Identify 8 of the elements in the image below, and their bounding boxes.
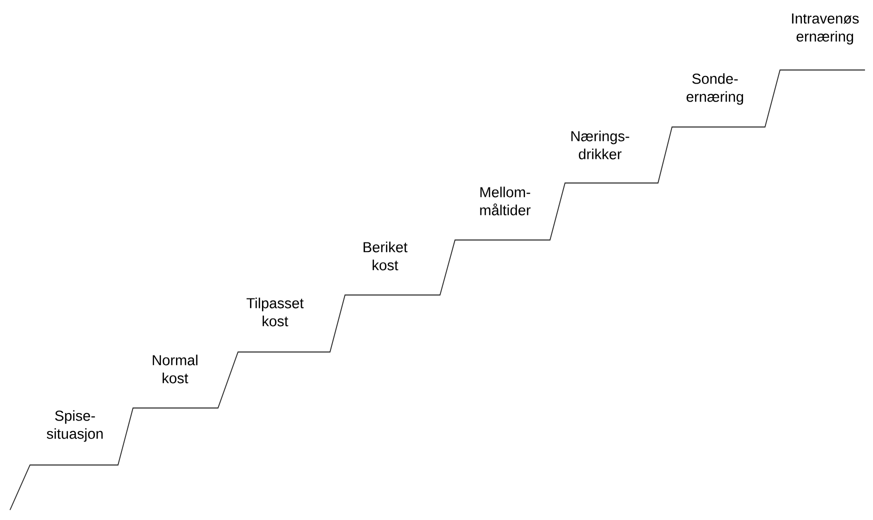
step-label: Mellom- måltider: [480, 186, 531, 216]
step-label: Tilpasset kost: [246, 298, 304, 326]
step-label: Beriket kost: [364, 242, 408, 270]
step-label: Nærings- drikker: [571, 130, 630, 160]
step-label: Normal kost: [152, 354, 198, 384]
step-label: Sonde- ernæring: [686, 73, 744, 105]
step-label: Spise- situasjon: [46, 410, 103, 442]
step-label: Intravenøs ernæring: [792, 14, 859, 44]
